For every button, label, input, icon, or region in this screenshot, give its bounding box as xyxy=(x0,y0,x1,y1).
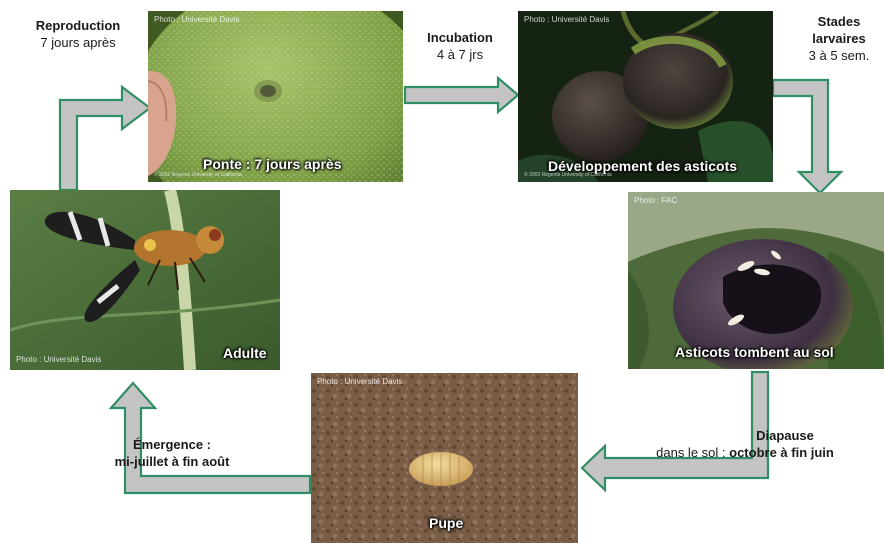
label-detail: mi-juillet à fin août xyxy=(82,453,262,470)
label-title: Diapause xyxy=(620,427,870,444)
photo-caption: Ponte : 7 jours après xyxy=(203,156,341,172)
photo-ponte: Photo : Université Davis Ponte : 7 jours… xyxy=(148,11,403,182)
label-detail: 3 à 5 sem. xyxy=(800,47,878,64)
label-title: Incubation xyxy=(410,29,510,46)
arrow-reproduction xyxy=(60,87,150,190)
photo-credit: Photo : FAC xyxy=(634,196,677,205)
photo-credit: Photo : Université Davis xyxy=(16,355,101,364)
label-reproduction: Reproduction 7 jours après xyxy=(18,17,138,51)
label-title-line2: larvaires xyxy=(800,30,878,47)
photo-pupe: Photo : Université Davis Pupe xyxy=(311,373,578,543)
label-detail: 7 jours après xyxy=(18,34,138,51)
label-title-line1: Stades xyxy=(800,13,878,30)
photo-asticots: Photo : FAC Asticots tombent au sol xyxy=(628,192,884,369)
photo-credit: Photo : Université Davis xyxy=(524,15,609,24)
label-detail: 4 à 7 jrs xyxy=(410,46,510,63)
photo-adulte: Photo : Université Davis Adulte xyxy=(10,190,280,370)
label-title: Reproduction xyxy=(18,17,138,34)
photo-copyright: © 2003 Regents University of California xyxy=(154,172,242,178)
label-detail-bold: octobre à fin juin xyxy=(729,445,834,460)
photo-credit: Photo : Université Davis xyxy=(154,15,239,24)
label-detail: dans le sol : octobre à fin juin xyxy=(620,444,870,461)
label-incubation: Incubation 4 à 7 jrs xyxy=(410,29,510,63)
label-detail-prefix: dans le sol : xyxy=(656,445,729,460)
label-title: Émergence : xyxy=(82,436,262,453)
label-diapause: Diapause dans le sol : octobre à fin jui… xyxy=(620,427,870,461)
photo-caption: Pupe xyxy=(429,515,463,531)
photo-credit: Photo : Université Davis xyxy=(317,377,402,386)
arrow-larval-stages xyxy=(773,80,841,193)
photo-caption: Adulte xyxy=(223,345,267,361)
photo-copyright: © 2003 Regents University of California xyxy=(524,172,612,178)
photo-developpement: Photo : Université Davis Développement d… xyxy=(518,11,773,182)
photo-caption: Asticots tombent au sol xyxy=(675,344,834,360)
arrow-incubation xyxy=(405,78,518,112)
label-emergence: Émergence : mi-juillet à fin août xyxy=(82,436,262,470)
label-larval-stages: Stades larvaires 3 à 5 sem. xyxy=(800,13,878,64)
